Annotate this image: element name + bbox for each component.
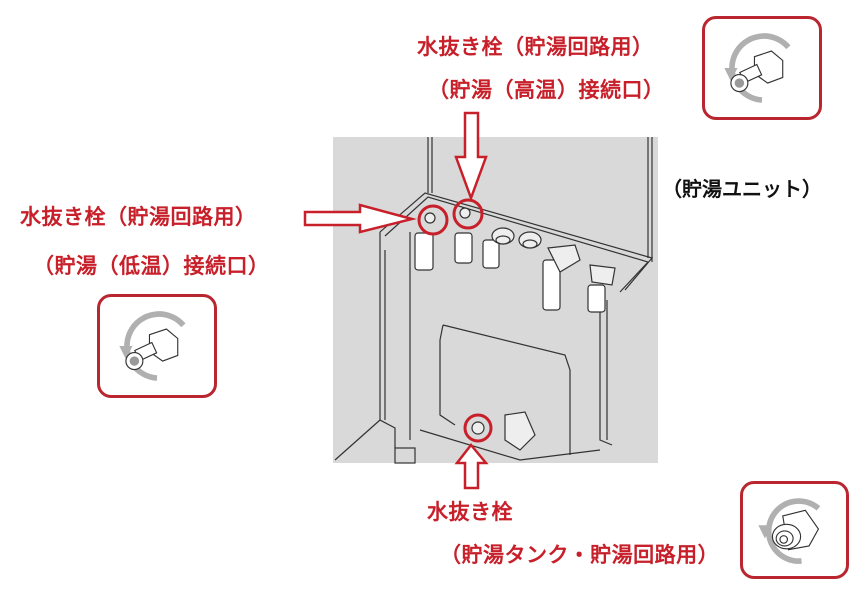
unit-outline bbox=[334, 137, 654, 464]
up-arrow bbox=[454, 443, 489, 490]
bottom-valve-sublabel: （貯湯タンク・貯湯回路用） bbox=[440, 543, 720, 567]
drain-cap-rotate-icon bbox=[758, 498, 821, 564]
down-arrow bbox=[454, 111, 488, 202]
drain-plug-rotate-icon bbox=[724, 33, 791, 103]
unit-background-panel bbox=[333, 137, 658, 463]
tank-valve-circle bbox=[463, 413, 493, 443]
left-valve-label: 水抜き栓（貯湯回路用） bbox=[20, 205, 257, 229]
drain-plug-rotate-icon bbox=[119, 311, 186, 381]
tank-drain-callout bbox=[740, 481, 849, 579]
right-arrow bbox=[303, 203, 417, 234]
high-temp-valve-circle bbox=[452, 198, 484, 230]
top-valve-sublabel: （貯湯（高温）接続口） bbox=[428, 78, 665, 102]
bottom-valve-label: 水抜き栓 bbox=[427, 500, 513, 524]
top-valve-label: 水抜き栓（貯湯回路用） bbox=[417, 35, 654, 59]
left-valve-sublabel: （貯湯（低温）接続口） bbox=[33, 254, 270, 278]
valve-highlight-circles bbox=[417, 198, 493, 443]
fittings bbox=[424, 207, 616, 451]
low-temp-drain-callout bbox=[97, 294, 217, 398]
pointer-arrows bbox=[303, 111, 489, 490]
unit-name-label: （貯湯ユニット） bbox=[662, 177, 822, 201]
pipes bbox=[414, 232, 606, 313]
high-temp-drain-callout bbox=[702, 16, 822, 120]
low-temp-valve-circle bbox=[417, 204, 449, 236]
